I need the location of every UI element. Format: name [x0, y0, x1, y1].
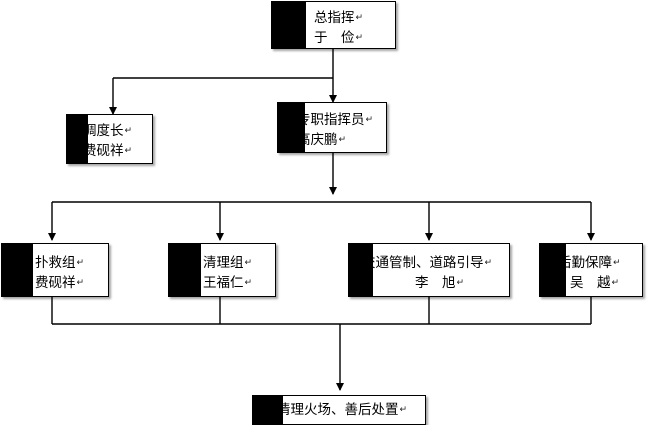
paragraph-mark-icon: ↵ — [76, 258, 85, 268]
paragraph-mark-icon: ↵ — [244, 278, 253, 288]
paragraph-mark-icon: ↵ — [338, 135, 347, 145]
node-logistics: 后勤保障↵ 吴 越↵ — [539, 243, 643, 297]
paragraph-mark-icon: ↵ — [611, 278, 620, 288]
paragraph-mark-icon: ↵ — [76, 278, 85, 288]
node-final-title: 清理火场、善后处置 — [277, 402, 399, 418]
node-commander: 总指挥↵ 于 俭↵ — [271, 1, 396, 49]
paragraph-mark-icon: ↵ — [365, 115, 374, 125]
node-accent — [272, 2, 306, 48]
paragraph-mark-icon: ↵ — [124, 126, 133, 136]
node-fulltime-name: 高庆鹏 — [297, 132, 338, 148]
node-commander-title: 总指挥 — [314, 10, 355, 26]
node-accent — [349, 244, 373, 296]
node-accent — [278, 103, 305, 152]
node-traffic-title: 交通管制、道路引导 — [362, 255, 484, 271]
node-accent — [67, 115, 88, 163]
paragraph-mark-icon: ↵ — [484, 258, 493, 268]
node-traffic: 交通管制、道路引导↵ 李 旭↵ — [348, 243, 510, 297]
node-cleanup-title: 清理组 — [203, 255, 244, 271]
node-final-disposal: 清理火场、善后处置↵ — [252, 395, 426, 425]
node-dispatch-name: 费砚祥 — [83, 143, 124, 159]
node-logistics-title: 后勤保障 — [558, 255, 612, 271]
node-dispatch-title: 调度长 — [83, 123, 124, 139]
node-rescue-name: 费砚祥 — [35, 275, 76, 291]
node-rescue-title: 扑救组 — [35, 255, 76, 271]
paragraph-mark-icon: ↵ — [355, 33, 364, 43]
node-accent — [253, 396, 283, 424]
node-accent — [169, 244, 201, 296]
node-commander-name: 于 俭 — [314, 30, 355, 46]
node-fulltime-commander: 专职指挥员↵ 高庆鹏↵ — [277, 102, 387, 153]
node-accent — [2, 244, 33, 296]
node-traffic-name: 李 旭 — [415, 275, 456, 291]
paragraph-mark-icon: ↵ — [613, 258, 621, 268]
node-dispatch: 调度长↵ 费砚祥↵ — [66, 114, 153, 164]
paragraph-mark-icon: ↵ — [124, 146, 133, 156]
node-rescue: 扑救组↵ 费砚祥↵ — [1, 243, 109, 297]
node-logistics-name: 吴 越 — [570, 275, 611, 291]
node-cleanup-name: 王福仁 — [203, 275, 244, 291]
paragraph-mark-icon: ↵ — [399, 405, 408, 415]
node-fulltime-title: 专职指挥员 — [297, 112, 365, 128]
paragraph-mark-icon: ↵ — [244, 258, 253, 268]
node-accent — [540, 244, 566, 296]
paragraph-mark-icon: ↵ — [355, 13, 364, 23]
node-cleanup: 清理组↵ 王福仁↵ — [168, 243, 276, 297]
paragraph-mark-icon: ↵ — [456, 278, 465, 288]
